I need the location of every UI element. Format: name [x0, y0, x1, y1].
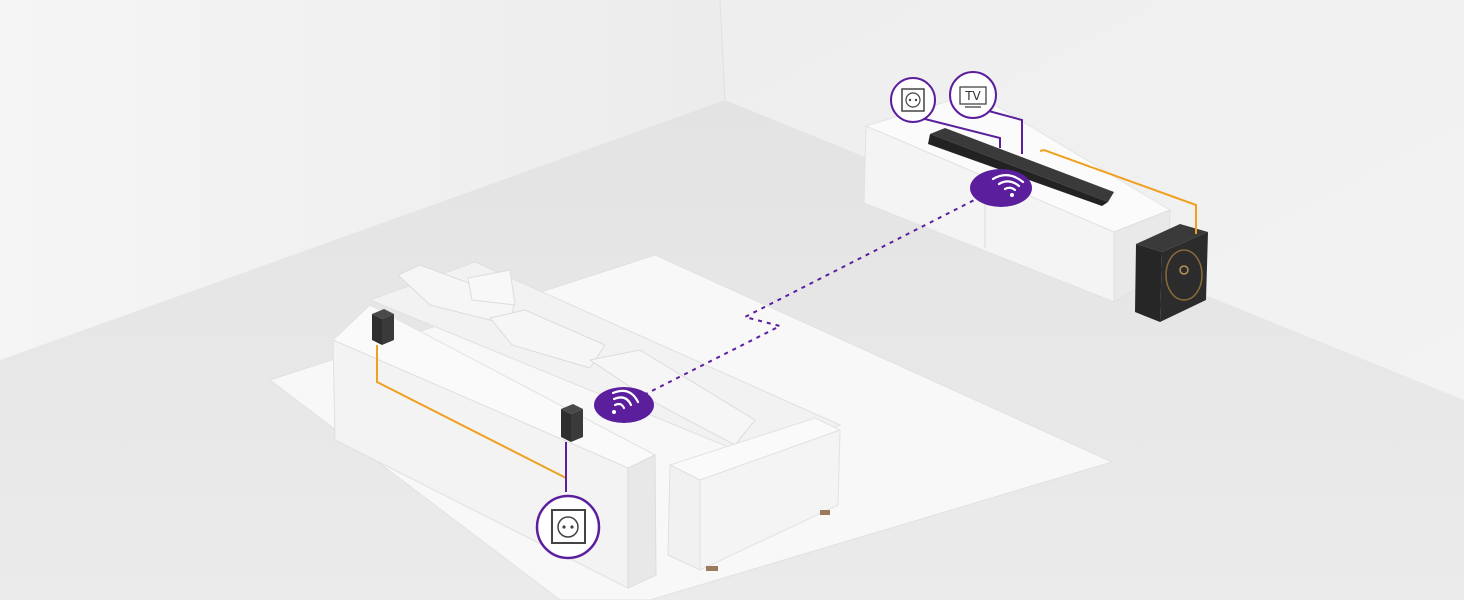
rear-speaker-right: [561, 404, 583, 442]
tv-label: TV: [964, 89, 981, 103]
power-outlet-badge-rear: [535, 494, 601, 560]
power-outlet-icon: [551, 509, 586, 544]
tv-icon: [959, 86, 987, 108]
left-wall: [0, 0, 725, 360]
tv-badge: TV: [949, 71, 997, 119]
power-outlet-icon: [901, 88, 925, 112]
soundbar: [928, 128, 1114, 206]
wifi-badge-rear: [594, 387, 654, 423]
rear-speaker-cables: [376, 345, 567, 492]
tv-area-cables: [916, 109, 1197, 234]
wireless-link-line: [627, 191, 991, 404]
wall-corner-edge: [719, 0, 726, 101]
sofa-back-cushions: [397, 264, 756, 446]
rear-speaker-left: [372, 309, 394, 345]
wifi-icon: [611, 389, 640, 414]
wifi-badge-soundbar: [970, 169, 1032, 207]
sofa-right-armrest-front: [667, 464, 701, 571]
subwoofer: [1135, 224, 1208, 322]
power-outlet-badge-tv: [890, 77, 936, 123]
wifi-icon: [991, 174, 1025, 197]
